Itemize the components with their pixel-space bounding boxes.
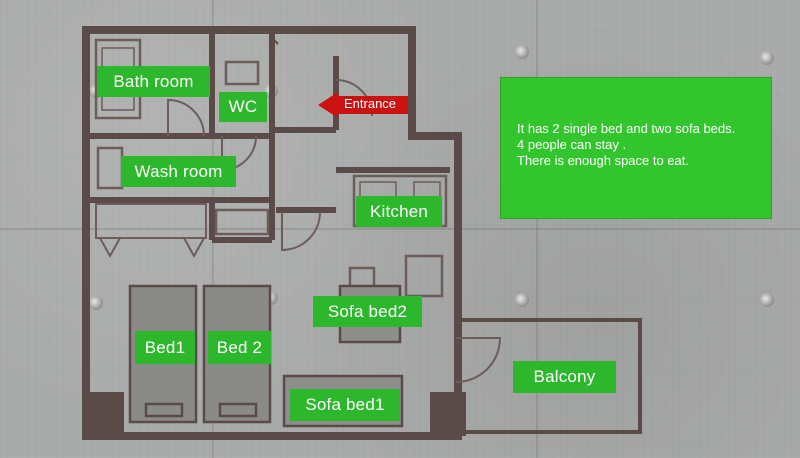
toilet-tank (224, 60, 260, 86)
balcony-door-swing (455, 337, 502, 383)
room-label-bed2: Bed 2 (208, 331, 271, 364)
pillar-right (430, 392, 466, 436)
room-label-sofa-bed1: Sofa bed1 (290, 389, 400, 421)
washing-machine (96, 146, 124, 190)
interior-walls (86, 30, 450, 243)
concrete-hole (515, 293, 529, 307)
balcony-wall (456, 318, 642, 434)
hall-door-swing (281, 211, 321, 252)
concrete-hole (89, 296, 103, 310)
concrete-hole (515, 45, 529, 59)
info-line: It has 2 single bed and two sofa beds. (517, 121, 736, 136)
concrete-seam (0, 228, 800, 230)
concrete-hole (760, 51, 774, 65)
entrance-arrow-icon (318, 92, 408, 118)
entrance-label: Entrance (344, 96, 397, 111)
room-label-wc: WC (219, 92, 267, 122)
room-label-bed1: Bed1 (135, 331, 195, 364)
bed1-pillow (144, 402, 184, 418)
fridge (404, 254, 444, 298)
ventilation-arrow-icon (269, 38, 279, 52)
pillar-left (86, 392, 124, 436)
info-box: It has 2 single bed and two sofa beds. 4… (500, 77, 772, 219)
room-label-wash-room: Wash room (121, 156, 236, 187)
room-label-kitchen: Kitchen (356, 196, 442, 227)
bed2-pillow (218, 402, 258, 418)
room-label-balcony: Balcony (513, 361, 616, 393)
closet (95, 203, 207, 239)
bath-door-swing (167, 98, 205, 137)
concrete-seam (536, 0, 538, 458)
closet-door-swing (99, 237, 205, 259)
concrete-hole (760, 293, 774, 307)
info-line: 4 people can stay . (517, 137, 627, 152)
room-label-bath-room: Bath room (97, 66, 210, 97)
entrance-marker: Entrance (318, 92, 408, 118)
info-line: There is enough space to eat. (517, 153, 690, 168)
wash-basin (214, 208, 270, 236)
room-label-sofa-bed2: Sofa bed2 (313, 296, 422, 327)
